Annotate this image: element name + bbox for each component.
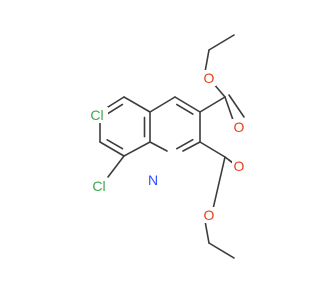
atom-label-o-ether-top: O bbox=[204, 70, 215, 86]
atom-label-cl-6: Cl bbox=[90, 107, 103, 123]
bond-c4a-c5 bbox=[123, 96, 151, 113]
bond-c4-c3-double bbox=[176, 103, 194, 115]
bond-c4-c3 bbox=[174, 96, 201, 113]
bond-ester2-oether bbox=[212, 156, 226, 210]
bond-ester1-ocarbonyl bbox=[224, 96, 234, 121]
atom-cl-6: Cl bbox=[88, 107, 108, 123]
molecule-structure: Cl Cl N O O O O bbox=[88, 34, 246, 259]
atom-o-ester1-carbonyl: O bbox=[232, 119, 246, 135]
bond-c2-n1 bbox=[182, 141, 201, 152]
atom-o-ester2-ether: O bbox=[202, 207, 216, 223]
bond-ch2b-ch3b bbox=[208, 242, 235, 259]
bond-c8-c8a bbox=[123, 141, 151, 157]
bond-oether-ch2a bbox=[204, 49, 210, 73]
atom-label-cl-8: Cl bbox=[92, 178, 105, 194]
bond-ch2a-ch3a bbox=[208, 34, 235, 51]
atom-label-n: N bbox=[148, 172, 158, 188]
bond-c3-ester1 bbox=[199, 96, 226, 113]
atom-label-o-ether-bottom: O bbox=[204, 207, 215, 223]
atom-label-o-carbonyl-bottom: O bbox=[234, 158, 245, 174]
bond-oether-ch2b bbox=[204, 220, 210, 244]
bonds bbox=[99, 34, 245, 259]
atom-o-ester2-carbonyl: O bbox=[232, 158, 246, 174]
atom-n-1: N bbox=[146, 172, 160, 188]
atom-cl-8: Cl bbox=[89, 178, 109, 194]
bond-ester1-ocarbonyl-double bbox=[228, 94, 245, 118]
atom-label-o-carbonyl-top: O bbox=[234, 119, 245, 135]
bond-c4a-c4 bbox=[149, 96, 176, 113]
atom-o-ester1-ether: O bbox=[202, 70, 216, 86]
bond-c7-c8 bbox=[99, 141, 125, 157]
atom-labels: Cl Cl N O O O O bbox=[88, 70, 246, 223]
bond-c8-cl bbox=[107, 155, 125, 178]
bond-c2-ester2 bbox=[199, 141, 226, 158]
bond-c5-c6-double bbox=[106, 103, 124, 115]
bond-c2-n1-double bbox=[175, 138, 194, 150]
bond-c7-c8-double bbox=[106, 138, 124, 150]
bond-n1-c8a bbox=[149, 141, 168, 152]
